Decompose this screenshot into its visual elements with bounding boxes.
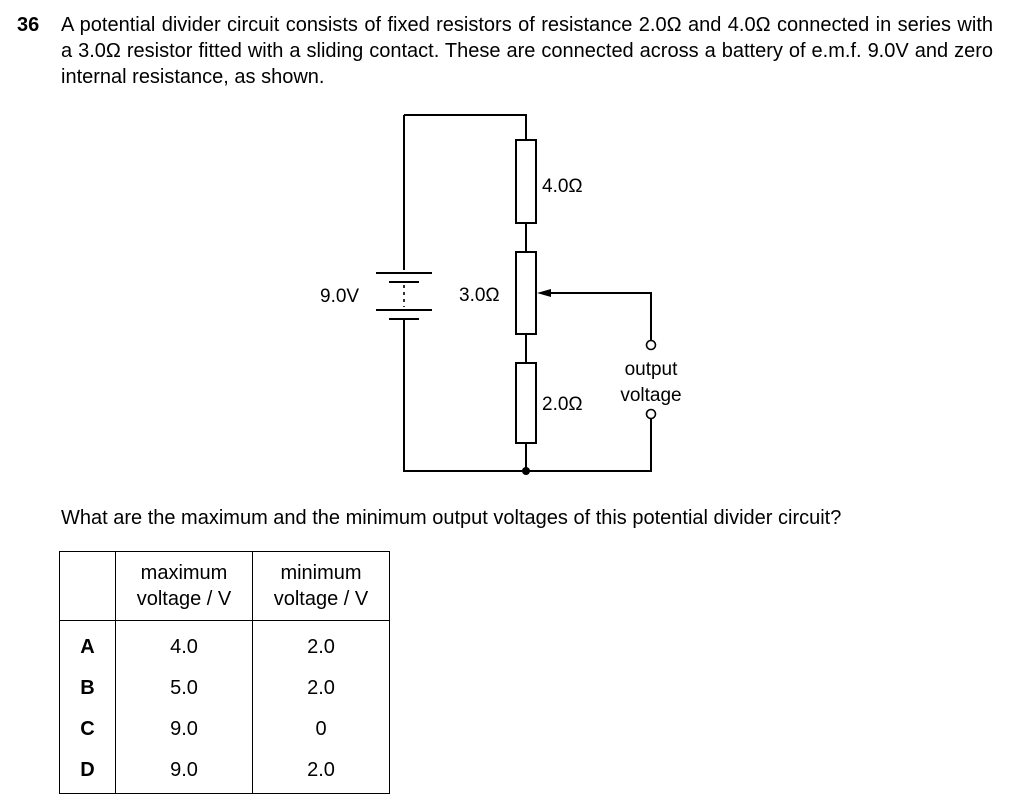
voltage-label: voltage — [620, 385, 681, 406]
option-max-voltage: 5.0 — [115, 668, 253, 709]
option-min-voltage: 2.0 — [252, 668, 390, 709]
battery-label: 9.0V — [320, 286, 359, 307]
wire-left-lower — [403, 318, 526, 472]
output-terminal-bottom — [645, 408, 657, 420]
header-empty-cell — [59, 551, 116, 621]
question-prompt: What are the maximum and the minimum out… — [61, 507, 842, 529]
circuit-diagram: 9.0V 4.0Ω 3.0Ω 2.0Ω output voltage — [320, 114, 682, 475]
wire-bottom-right — [526, 418, 652, 472]
option-min-voltage: 0 — [252, 709, 390, 750]
option-max-voltage: 9.0 — [115, 709, 253, 750]
question-number: 36 — [17, 14, 40, 36]
option-row-d: D 9.0 2.0 — [59, 750, 390, 794]
answer-table: maximum voltage / V minimum voltage / V A … — [59, 551, 390, 794]
option-max-voltage: 4.0 — [115, 620, 253, 668]
option-letter: B — [59, 668, 116, 709]
header-max-line1: maximum — [140, 562, 228, 584]
option-letter: C — [59, 709, 116, 750]
option-letter: D — [59, 750, 116, 794]
output-label: output — [625, 359, 679, 380]
slider-arrowhead — [537, 289, 551, 297]
output-terminal-top — [645, 339, 657, 351]
resistor-middle — [515, 251, 537, 335]
header-min-line1: minimum — [280, 562, 362, 584]
option-letter: A — [59, 620, 116, 668]
option-min-voltage: 2.0 — [252, 620, 390, 668]
resistor-top-label: 4.0Ω — [542, 176, 583, 197]
header-min-line2: voltage / V — [273, 588, 369, 610]
question-text: A potential divider circuit consists of … — [61, 14, 993, 88]
resistor-bottom-label: 2.0Ω — [542, 394, 583, 415]
option-row-b: B 5.0 2.0 — [59, 668, 390, 709]
header-max-line2: voltage / V — [136, 588, 232, 610]
junction-dot — [522, 467, 530, 475]
option-min-voltage: 2.0 — [252, 750, 390, 794]
header-minimum-voltage: minimum voltage / V — [252, 551, 390, 621]
option-max-voltage: 9.0 — [115, 750, 253, 794]
option-row-c: C 9.0 0 — [59, 709, 390, 750]
resistor-top — [515, 139, 537, 224]
wire-top — [404, 114, 527, 140]
resistor-middle-label: 3.0Ω — [459, 285, 500, 306]
resistor-bottom — [515, 362, 537, 444]
option-row-a: A 4.0 2.0 — [59, 620, 390, 668]
wire-slider — [546, 292, 652, 341]
header-maximum-voltage: maximum voltage / V — [115, 551, 253, 621]
